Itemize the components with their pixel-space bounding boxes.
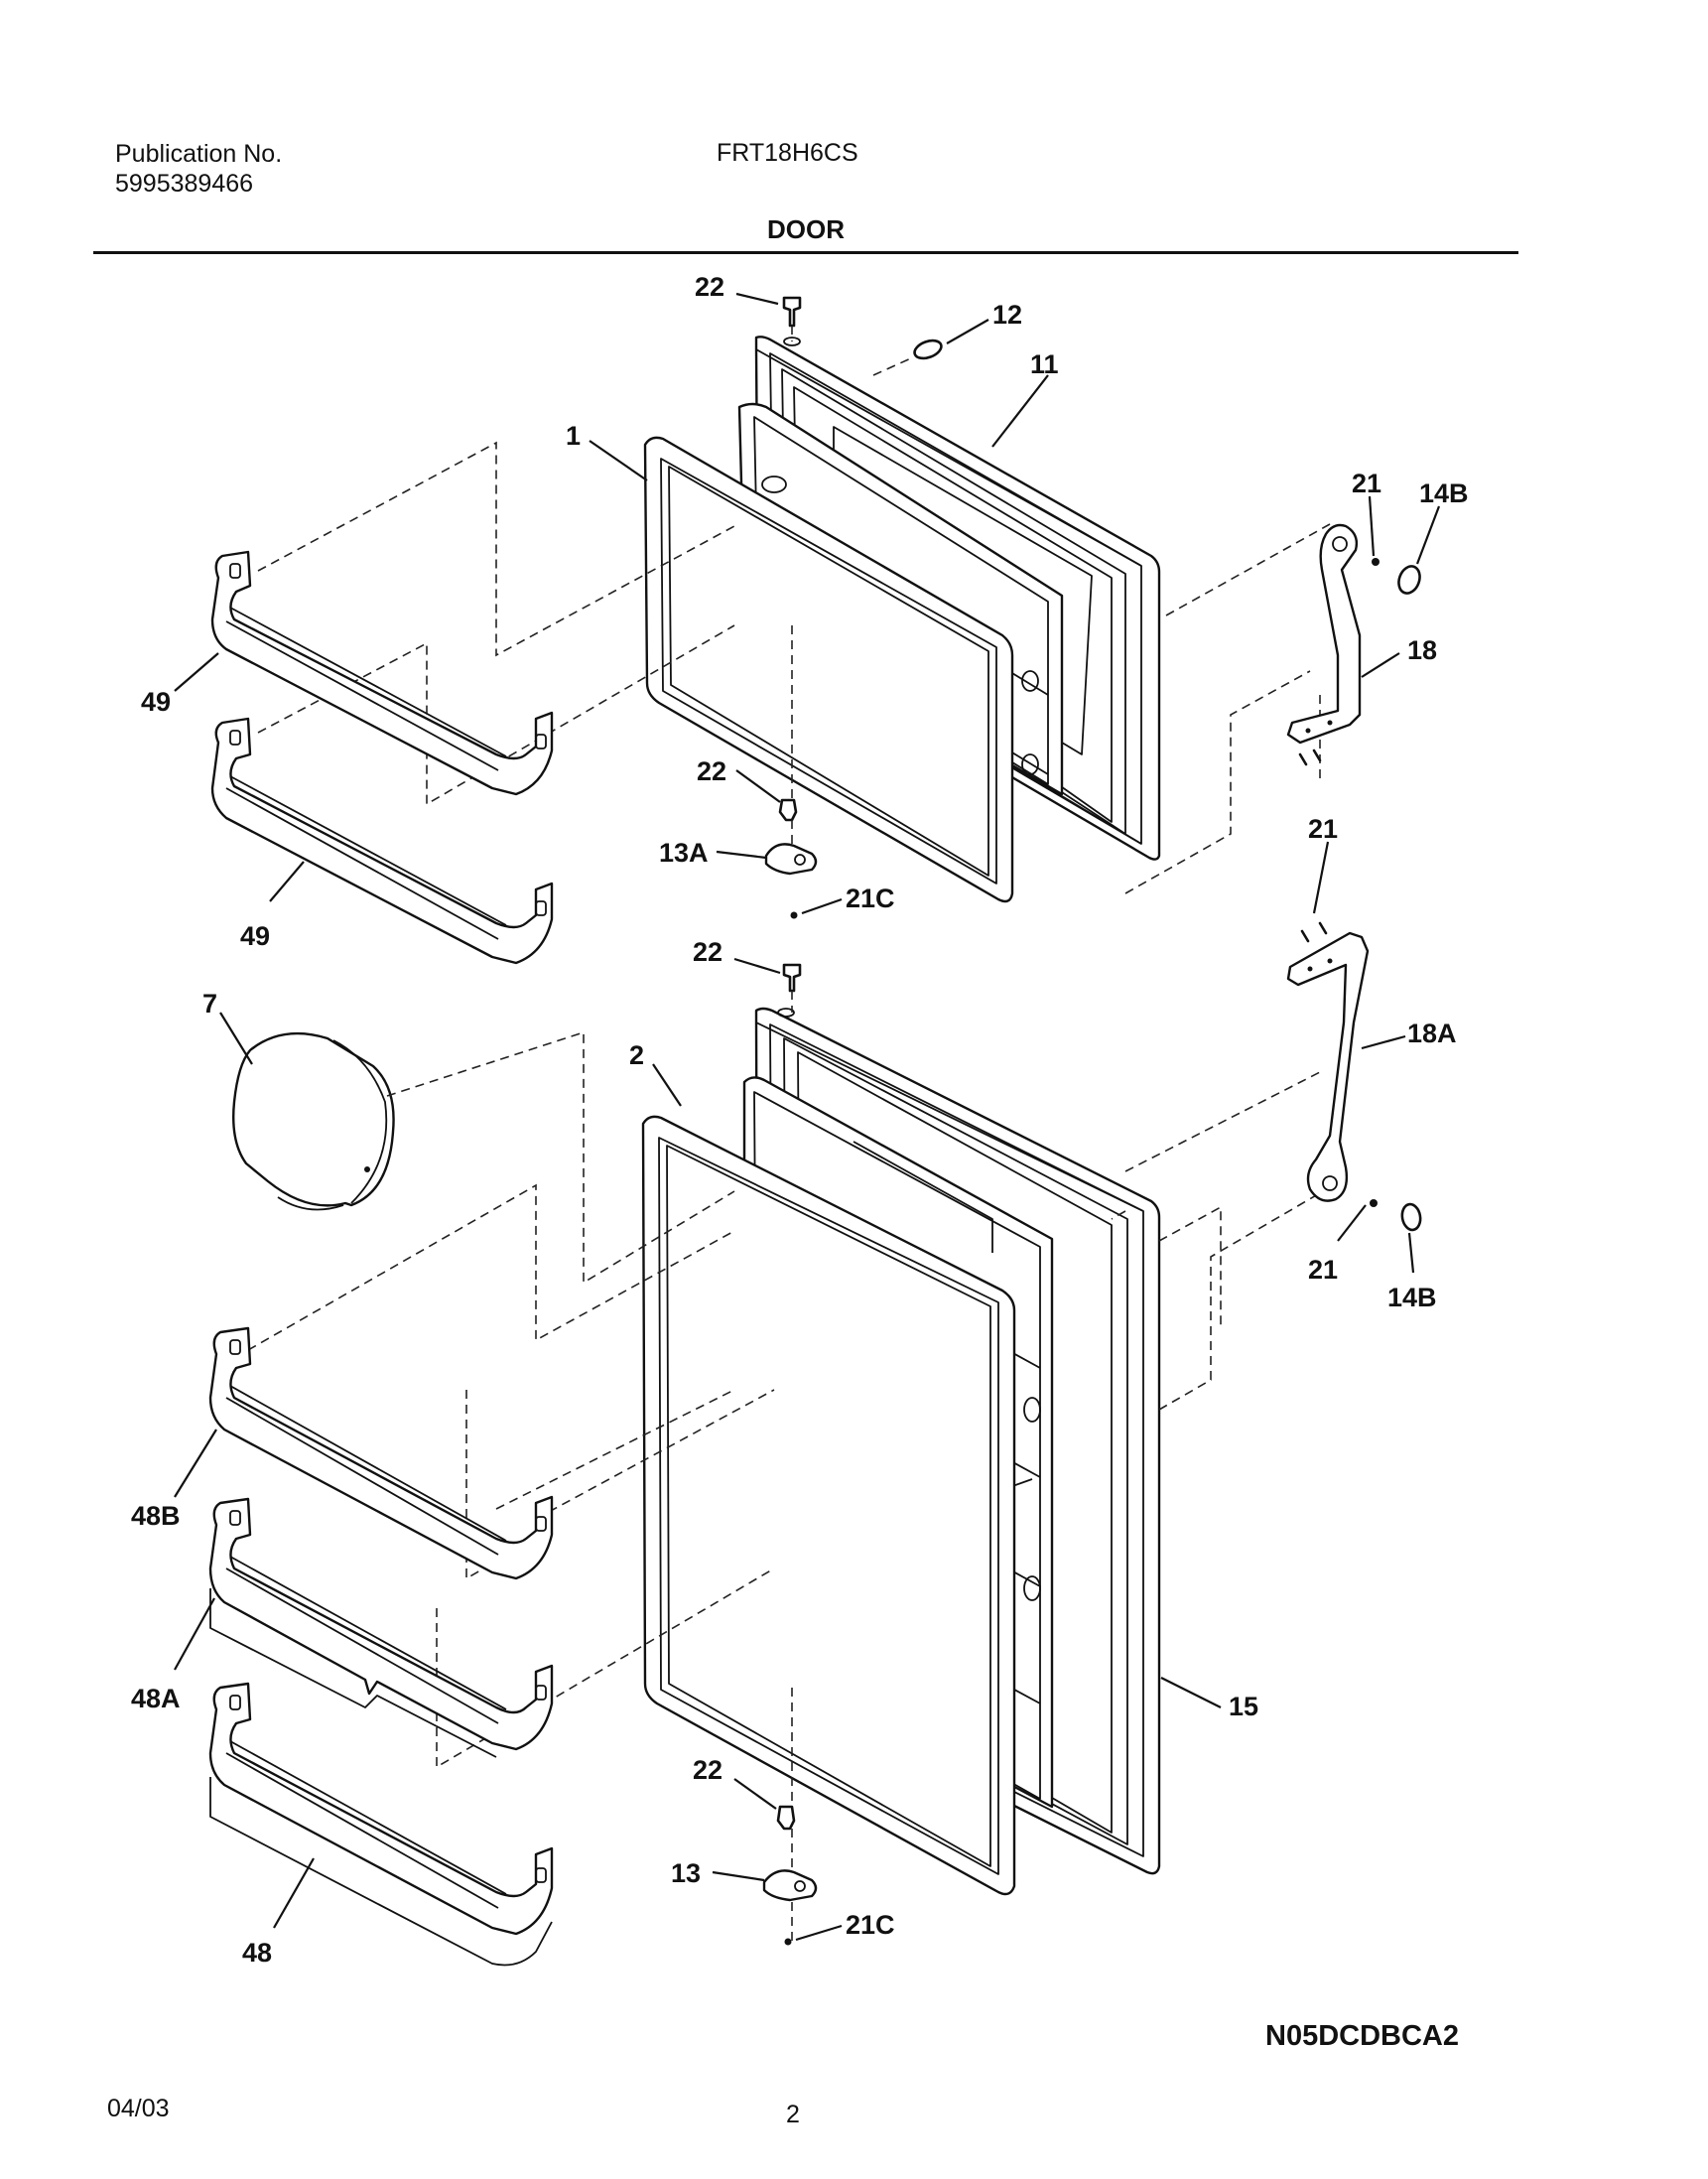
screws-21-lower bbox=[1300, 921, 1378, 1207]
callout-22b: 22 bbox=[697, 756, 726, 786]
header-rule bbox=[93, 251, 1518, 254]
model-number: FRT18H6CS bbox=[717, 139, 858, 167]
lower-hinge-18A bbox=[1286, 931, 1370, 1202]
callout-48a: 48A bbox=[131, 1684, 181, 1713]
freezer-door-gasket bbox=[643, 436, 1014, 903]
hinge-pin-top bbox=[782, 296, 802, 346]
callout-21c: 21 bbox=[1308, 1255, 1338, 1285]
door-shelf-48B bbox=[208, 1326, 554, 1580]
hole-plug-14B-lower bbox=[1400, 1202, 1422, 1232]
callout-18: 18 bbox=[1407, 635, 1437, 665]
callout-14b-lower: 14B bbox=[1387, 1283, 1437, 1312]
callout-21c-lower: 21C bbox=[846, 1910, 895, 1940]
hinge-bracket-13 bbox=[762, 1869, 818, 1902]
publication-label: Publication No. bbox=[115, 140, 283, 168]
callout-22a: 22 bbox=[695, 272, 724, 302]
callout-21c-upper: 21C bbox=[846, 884, 895, 913]
callout-21a: 21 bbox=[1352, 469, 1381, 498]
callout-11: 11 bbox=[1030, 349, 1059, 379]
callout-49-lower: 49 bbox=[240, 921, 270, 951]
callout-14b-upper: 14B bbox=[1419, 478, 1469, 508]
upper-hinge-18 bbox=[1286, 523, 1362, 745]
screw-21C-a bbox=[790, 911, 798, 919]
publication-block: Publication No. 5995389466 bbox=[115, 139, 282, 199]
callout-2: 2 bbox=[629, 1040, 644, 1070]
callout-1: 1 bbox=[566, 421, 581, 451]
hole-plug-14B-upper bbox=[1397, 565, 1421, 595]
callout-13: 13 bbox=[671, 1858, 701, 1888]
callout-7: 7 bbox=[202, 989, 217, 1019]
callout-leaders bbox=[174, 292, 1441, 1942]
dairy-bin-7 bbox=[232, 1031, 395, 1211]
publication-number: 5995389466 bbox=[115, 170, 254, 198]
hinge-bracket-13A bbox=[764, 843, 818, 876]
callout-13a: 13A bbox=[659, 838, 709, 868]
screw-21C-b bbox=[784, 1938, 792, 1946]
screws-21-upper bbox=[1298, 558, 1380, 766]
callout-12: 12 bbox=[992, 300, 1022, 330]
page-number: 2 bbox=[786, 2101, 800, 2128]
fresh-food-door-gasket bbox=[641, 1115, 1016, 1896]
callout-48: 48 bbox=[242, 1938, 272, 1968]
hinge-pin-22b bbox=[778, 798, 798, 822]
callout-21b: 21 bbox=[1308, 814, 1338, 844]
section-title: DOOR bbox=[767, 214, 845, 244]
freezer-shelf-upper bbox=[210, 550, 554, 796]
callout-22c: 22 bbox=[693, 937, 723, 967]
callout-48b: 48B bbox=[131, 1501, 181, 1531]
fresh-food-dashed-guides bbox=[247, 991, 1331, 1942]
freezer-shelf-lower bbox=[210, 717, 554, 965]
hinge-pin-22d bbox=[776, 1805, 796, 1831]
diagram-code: N05DCDBCA2 bbox=[1265, 2020, 1459, 2052]
door-shelf-48 bbox=[208, 1682, 554, 1967]
door-shelf-48A bbox=[208, 1497, 554, 1758]
hole-plug-12 bbox=[913, 339, 943, 360]
callout-15: 15 bbox=[1229, 1692, 1258, 1721]
callout-49-upper: 49 bbox=[141, 687, 171, 717]
callout-22d: 22 bbox=[693, 1755, 723, 1785]
hinge-pin-22c bbox=[777, 963, 802, 1018]
callout-18a: 18A bbox=[1407, 1019, 1457, 1048]
publication-date: 04/03 bbox=[107, 2095, 170, 2122]
